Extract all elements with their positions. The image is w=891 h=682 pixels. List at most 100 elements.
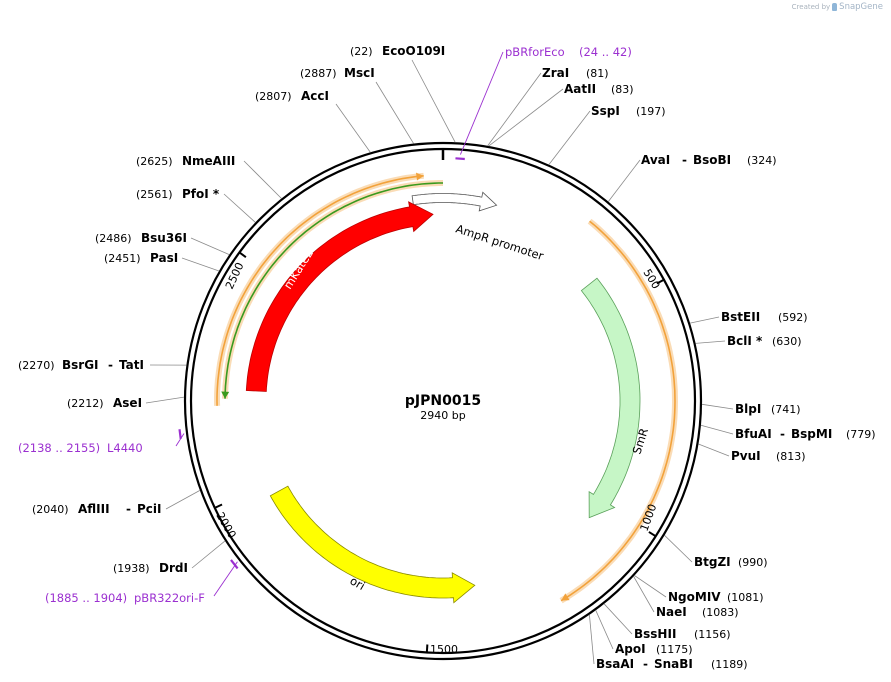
leader-pasi bbox=[181, 257, 220, 272]
site-label-naei[interactable]: NaeI (1083) bbox=[656, 605, 739, 619]
svg-text:BfuAI: BfuAI bbox=[735, 427, 772, 441]
tick-label-2500: 2500 bbox=[223, 260, 247, 291]
svg-text:(2807): (2807) bbox=[255, 90, 292, 103]
primer-mark-pbrforeco[interactable] bbox=[455, 157, 465, 161]
leader-acci bbox=[335, 103, 371, 153]
svg-text:PciI: PciI bbox=[137, 502, 162, 516]
svg-text:PfoI *: PfoI * bbox=[182, 187, 220, 201]
feature-ampr-promoter[interactable] bbox=[411, 191, 498, 212]
svg-text:NaeI: NaeI bbox=[656, 605, 687, 619]
leader-naei bbox=[633, 576, 655, 613]
tick-label-1000: 1000 bbox=[638, 502, 660, 533]
site-label-pfoi[interactable]: (2561) PfoI * bbox=[136, 187, 220, 201]
svg-text:BsaAI: BsaAI bbox=[596, 657, 634, 671]
svg-text:-: - bbox=[126, 502, 131, 516]
svg-text:(1156): (1156) bbox=[694, 628, 731, 641]
site-label-asei[interactable]: (2212) AseI bbox=[67, 396, 142, 410]
leader-pvui bbox=[698, 443, 730, 457]
svg-text:BssHII: BssHII bbox=[634, 627, 676, 641]
site-label-blpi[interactable]: BlpI (741) bbox=[735, 402, 801, 416]
svg-text:MscI: MscI bbox=[344, 66, 375, 80]
leader-aatii bbox=[488, 88, 564, 147]
feature-smr[interactable] bbox=[580, 277, 641, 519]
feature-mkate2[interactable] bbox=[245, 201, 434, 392]
leader-drdi bbox=[191, 540, 226, 569]
svg-text:DrdI: DrdI bbox=[159, 561, 188, 575]
svg-text:(22): (22) bbox=[350, 45, 373, 58]
site-label-bsshii[interactable]: BssHII (1156) bbox=[634, 627, 731, 641]
primer-label-pbr322ori-f[interactable]: (1885 .. 1904) pBR322ori-F bbox=[45, 591, 205, 605]
feature-layer bbox=[245, 191, 641, 604]
leader-asei bbox=[145, 396, 185, 404]
feature-label-ampr-promoter: AmpR promoter bbox=[454, 222, 545, 264]
leader-blpi bbox=[701, 403, 734, 410]
site-label-pasi[interactable]: (2451) PasI bbox=[104, 251, 178, 265]
svg-text:AseI: AseI bbox=[113, 396, 142, 410]
svg-text:-: - bbox=[780, 427, 785, 441]
primer-mark-pbr322ori-f[interactable] bbox=[230, 559, 239, 570]
site-label-avai-bsobi[interactable]: AvaI - BsoBI (324) bbox=[641, 153, 777, 167]
site-label-btgzi[interactable]: BtgZI (990) bbox=[694, 555, 768, 569]
site-label-ecoo109i[interactable]: (22) EcoO109I bbox=[350, 44, 445, 58]
svg-text:NmeAIII: NmeAIII bbox=[182, 154, 235, 168]
site-label-bsu36i[interactable]: (2486) Bsu36I bbox=[95, 231, 187, 245]
site-label-bfuai-bspmi[interactable]: BfuAI - BspMI (779) bbox=[735, 427, 876, 441]
svg-text:(592): (592) bbox=[778, 311, 808, 324]
svg-text:TatI: TatI bbox=[119, 358, 144, 372]
svg-text:(2486): (2486) bbox=[95, 232, 132, 245]
site-label-ngomiv[interactable]: NgoMIV (1081) bbox=[668, 590, 764, 604]
leader-afliii bbox=[165, 490, 201, 510]
site-label-afliii-pcii[interactable]: (2040) AflIII - PciI bbox=[32, 502, 162, 516]
svg-text:Bsu36I: Bsu36I bbox=[141, 231, 187, 245]
primer-leader-pbr322ori-f bbox=[213, 561, 238, 597]
svg-text:SspI: SspI bbox=[591, 104, 620, 118]
site-label-msci[interactable]: (2887) MscI bbox=[300, 66, 375, 80]
feature-ori[interactable] bbox=[269, 485, 476, 604]
orf-head-0 bbox=[416, 172, 424, 181]
site-label-zrai[interactable]: ZraI (81) bbox=[542, 66, 609, 80]
created-by-text: Created by bbox=[791, 3, 831, 11]
site-label-nmeaiii[interactable]: (2625) NmeAIII bbox=[136, 154, 235, 168]
primer-mark-l4440[interactable] bbox=[178, 429, 182, 439]
svg-text:BsoBI: BsoBI bbox=[693, 153, 731, 167]
primer-layer bbox=[178, 157, 465, 570]
leader-ecoo109i bbox=[411, 59, 456, 143]
orf-line-2 bbox=[560, 220, 676, 602]
svg-text:(2138 .. 2155): (2138 .. 2155) bbox=[18, 441, 100, 455]
site-label-sspi[interactable]: SspI (197) bbox=[591, 104, 666, 118]
svg-text:(24 .. 42): (24 .. 42) bbox=[579, 45, 632, 59]
site-label-pvui[interactable]: PvuI (813) bbox=[731, 449, 806, 463]
snapgene-watermark: Created by SnapGene bbox=[792, 2, 883, 12]
snapgene-brand: SnapGene bbox=[839, 2, 883, 12]
svg-text:BspMI: BspMI bbox=[791, 427, 832, 441]
site-label-bcli[interactable]: BclI * (630) bbox=[727, 334, 802, 348]
leader-bsu36i bbox=[190, 237, 230, 255]
svg-text:(741): (741) bbox=[771, 403, 801, 416]
tick-500 bbox=[656, 278, 665, 285]
svg-text:(990): (990) bbox=[738, 556, 768, 569]
svg-text:AflIII: AflIII bbox=[78, 502, 110, 516]
svg-text:-: - bbox=[108, 358, 113, 372]
svg-text:(81): (81) bbox=[586, 67, 609, 80]
backbone-outer-ring bbox=[183, 141, 703, 661]
leader-ngomiv bbox=[634, 575, 667, 598]
primer-label-pbrforeco[interactable]: pBRforEco (24 .. 42) bbox=[505, 45, 632, 59]
orf-head-2 bbox=[561, 593, 570, 601]
svg-text:AccI: AccI bbox=[301, 89, 329, 103]
svg-text:NgoMIV: NgoMIV bbox=[668, 590, 721, 604]
primer-leader-pbrforeco bbox=[459, 51, 504, 155]
svg-text:(1083): (1083) bbox=[702, 606, 739, 619]
site-label-apoi[interactable]: ApoI (1175) bbox=[615, 642, 693, 656]
site-label-bsaai-snabi[interactable]: BsaAI - SnaBI (1189) bbox=[596, 657, 748, 671]
plasmid-length: 2940 bp bbox=[420, 409, 465, 422]
site-label-bsrgi-tati[interactable]: (2270) BsrGI - TatI bbox=[18, 358, 144, 372]
primer-label-l4440[interactable]: (2138 .. 2155) L4440 bbox=[18, 441, 143, 455]
site-label-drdi[interactable]: (1938) DrdI bbox=[113, 561, 188, 575]
leader-zrai bbox=[487, 72, 542, 147]
snapgene-logo-icon bbox=[832, 3, 838, 11]
site-label-acci[interactable]: (2807) AccI bbox=[255, 89, 329, 103]
site-label-bsteii[interactable]: BstEII (592) bbox=[721, 310, 808, 324]
feature-label-ori: ori bbox=[348, 573, 368, 593]
leader-avai bbox=[607, 159, 641, 202]
site-label-aatii[interactable]: AatII (83) bbox=[564, 82, 634, 96]
